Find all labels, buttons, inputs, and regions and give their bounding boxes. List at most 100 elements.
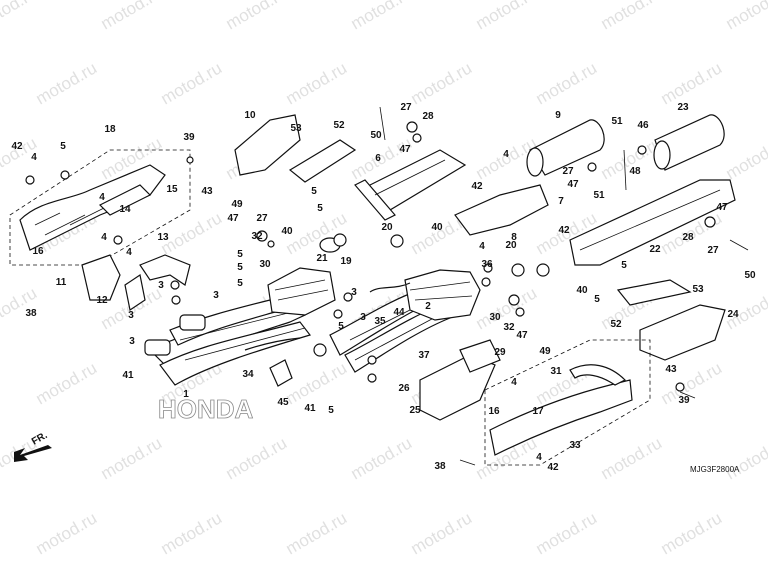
watermark-text: motod.ru <box>473 0 541 33</box>
part-callout: 48 <box>629 166 641 177</box>
part-callout: 5 <box>237 278 243 289</box>
watermark-text: motod.ru <box>348 433 416 483</box>
part-callout: 2 <box>425 301 431 312</box>
part-callout: 3 <box>351 287 357 298</box>
watermark-text: motod.ru <box>408 58 476 108</box>
part-callout: 31 <box>550 366 562 377</box>
watermark-text: motod.ru <box>348 0 416 33</box>
watermark-text: motod.ru <box>33 58 101 108</box>
watermark-text: motod.ru <box>283 508 351 558</box>
watermark-text: motod.ru <box>33 508 101 558</box>
part-callout: 12 <box>96 295 108 306</box>
part-callout: 40 <box>576 285 588 296</box>
part-callout: 5 <box>338 321 344 332</box>
watermark-text: motod.ru <box>658 58 726 108</box>
watermark-text: motod.ru <box>98 0 166 33</box>
part-callout: 3 <box>360 312 366 323</box>
watermark-text: motod.ru <box>723 133 768 183</box>
watermark-text: motod.ru <box>723 0 768 33</box>
part-callout: 49 <box>231 199 243 210</box>
part-callout: 13 <box>157 232 169 243</box>
part-callout: 25 <box>409 405 421 416</box>
part-callout: 47 <box>227 213 239 224</box>
part-callout: 4 <box>99 192 105 203</box>
part-callout: 27 <box>707 245 719 256</box>
part-callout: 40 <box>431 222 443 233</box>
part-callout: 27 <box>256 213 268 224</box>
part-callout: 42 <box>11 141 23 152</box>
part-callout: 53 <box>290 123 302 134</box>
part-callout: 4 <box>511 377 517 388</box>
part-callout: 52 <box>333 120 345 131</box>
parts-drawings <box>9 106 749 466</box>
part-callout: 5 <box>621 260 627 271</box>
part-callout: 32 <box>251 231 263 242</box>
part-callout: 5 <box>60 141 66 152</box>
part-callout: 27 <box>400 102 412 113</box>
part-callout: 23 <box>677 102 689 113</box>
watermark-text: motod.ru <box>158 58 226 108</box>
part-callout: 53 <box>692 284 704 295</box>
watermark-text: motod.ru <box>658 508 726 558</box>
watermark-text: motod.ru <box>158 508 226 558</box>
part-callout: 30 <box>259 259 271 270</box>
part-callout: 44 <box>393 307 405 318</box>
part-callout: 30 <box>489 312 501 323</box>
part-callout: 38 <box>25 308 37 319</box>
part-callout: 47 <box>716 202 728 213</box>
part-callout: 47 <box>399 144 411 155</box>
part-callout: 16 <box>32 246 44 257</box>
part-callout: 21 <box>316 253 328 264</box>
watermark-text: motod.ru <box>98 433 166 483</box>
part-callout: 18 <box>104 124 116 135</box>
part-callout: 22 <box>649 244 661 255</box>
part-callout: 16 <box>488 406 500 417</box>
part-callout: 43 <box>201 186 213 197</box>
part-callout: 42 <box>547 462 559 473</box>
part-callout: 46 <box>637 120 649 131</box>
part-callout: 50 <box>370 130 382 141</box>
part-callout: 15 <box>166 184 178 195</box>
part-callout: 45 <box>277 397 289 408</box>
part-callout: 3 <box>128 310 134 321</box>
part-callout: 38 <box>434 461 446 472</box>
watermark-text: motod.ru <box>408 508 476 558</box>
part-callout: 42 <box>471 181 483 192</box>
part-callout: 4 <box>536 452 542 463</box>
part-callout: 20 <box>505 240 517 251</box>
part-callout: 9 <box>555 110 561 121</box>
part-callout: 4 <box>31 152 37 163</box>
part-callout: 3 <box>213 290 219 301</box>
part-callout: 40 <box>281 226 293 237</box>
watermark-text: motod.ru <box>723 433 768 483</box>
part-callout: 4 <box>126 247 132 258</box>
part-callout: 4 <box>503 149 509 160</box>
brand-lettering: HONDA <box>158 394 254 424</box>
watermark-text: motod.ru <box>33 358 101 408</box>
part-callout: 29 <box>494 347 506 358</box>
part-callout: 34 <box>242 369 254 380</box>
part-callout: 5 <box>311 186 317 197</box>
watermark-text: motod.ru <box>0 0 40 33</box>
part-callout: 28 <box>422 111 434 122</box>
part-callout: 41 <box>304 403 316 414</box>
part-callout: 4 <box>101 232 107 243</box>
part-callout: 52 <box>610 319 622 330</box>
part-callout: 50 <box>744 270 756 281</box>
part-callout: 10 <box>244 110 256 121</box>
part-callout: 39 <box>183 132 195 143</box>
watermark-text: motod.ru <box>533 508 601 558</box>
part-callout: 27 <box>562 166 574 177</box>
part-callout: 5 <box>317 203 323 214</box>
part-callout: 37 <box>418 350 430 361</box>
watermark-text: motod.ru <box>283 358 351 408</box>
part-callout: 3 <box>158 280 164 291</box>
part-callout: 3 <box>129 336 135 347</box>
part-callout: 24 <box>727 309 739 320</box>
part-callout: 5 <box>237 249 243 260</box>
part-callout: 19 <box>340 256 352 267</box>
part-callout: 7 <box>558 196 564 207</box>
part-callout: 26 <box>398 383 410 394</box>
